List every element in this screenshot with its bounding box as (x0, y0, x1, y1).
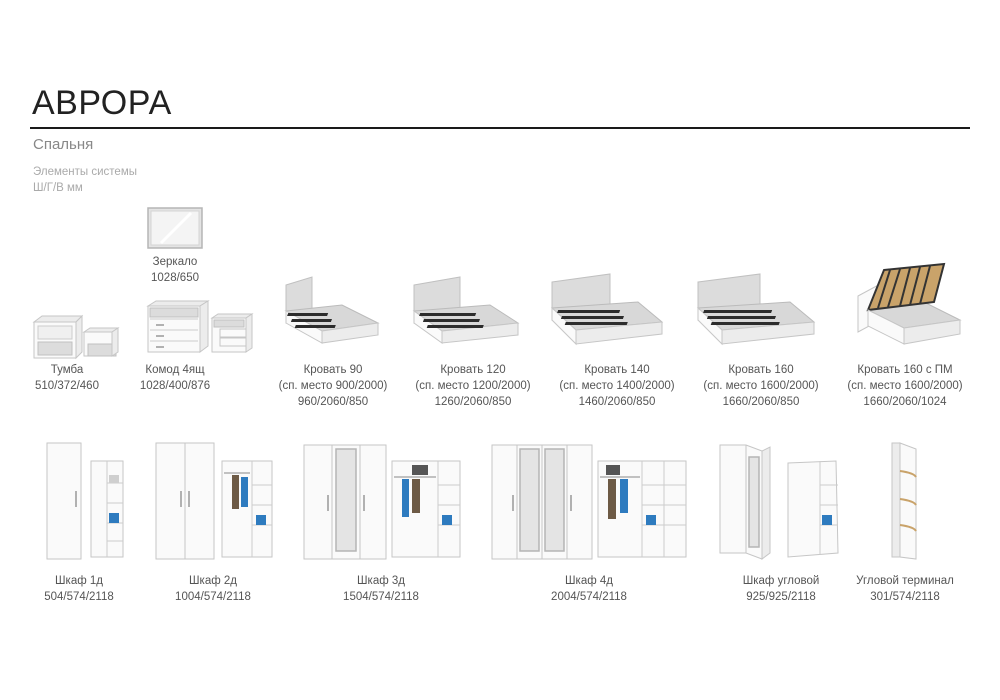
bed-90-sleep: (сп. место 900/2000) (278, 380, 388, 392)
wardrobe-4-door-label: Шкаф 4д 2004/574/2118 (504, 573, 674, 605)
wardrobe-2-door-name: Шкаф 2д (189, 575, 237, 587)
corner-wardrobe-label: Шкаф угловой 925/925/2118 (696, 573, 866, 605)
bed-160-lift-dims: 1660/2060/1024 (863, 396, 947, 408)
komod-dims: 1028/400/876 (139, 380, 211, 392)
bed-140-dims: 1460/2060/850 (578, 396, 656, 408)
wardrobe-3-door-image (303, 444, 461, 560)
wardrobe-1-door-image (46, 442, 124, 560)
corner-wardrobe-name: Шкаф угловой (742, 575, 820, 587)
page-subtitle: Спальня (33, 136, 94, 153)
mirror-dims: 1028/650 (151, 272, 199, 284)
wardrobe-4-door-name: Шкаф 4д (565, 575, 613, 587)
corner-terminal-label: Угловой терминал 301/574/2118 (820, 573, 990, 605)
wardrobe-1-door-label: Шкаф 1д 504/574/2118 (0, 573, 164, 605)
wardrobe-1-door-name: Шкаф 1д (55, 575, 103, 587)
corner-terminal-name: Угловой терминал (856, 575, 954, 587)
system-elements-label: Элементы системы (33, 166, 137, 178)
tumba-image (32, 314, 120, 360)
bed-140-label: Кровать 140 (сп. место 1400/2000) 1460/2… (532, 362, 702, 410)
bed-160-lift-name: Кровать 160 с ПМ (857, 364, 953, 376)
mirror-image (147, 207, 203, 249)
bed-90-name: Кровать 90 (303, 364, 363, 376)
corner-terminal-dims: 301/574/2118 (870, 591, 940, 603)
komod-image (146, 300, 254, 353)
bed-160-lift-sleep: (сп. место 1600/2000) (847, 380, 963, 392)
bed-160-name: Кровать 160 (728, 364, 794, 376)
bed-120-dims: 1260/2060/850 (434, 396, 512, 408)
mirror-label: Зеркало 1028/650 (90, 254, 260, 286)
page-title: АВРОРА (32, 84, 172, 122)
bed-140-sleep: (сп. место 1400/2000) (559, 380, 675, 392)
mirror-name: Зеркало (152, 256, 198, 268)
bed-90-label: Кровать 90 (сп. место 900/2000) 960/2060… (248, 362, 418, 410)
bed-160-label: Кровать 160 (сп. место 1600/2000) 1660/2… (676, 362, 846, 410)
wardrobe-4-door-dims: 2004/574/2118 (551, 591, 627, 603)
bed-160-dims: 1660/2060/850 (722, 396, 800, 408)
tumba-dims: 510/372/460 (35, 380, 99, 392)
bed-160-sleep: (сп. место 1600/2000) (703, 380, 819, 392)
tumba-name: Тумба (50, 364, 84, 376)
komod-name: Комод 4ящ (145, 364, 205, 376)
bed-160-lift-image (857, 262, 962, 345)
corner-terminal-image (891, 442, 917, 560)
title-divider (30, 127, 970, 129)
bed-160-lift-label: Кровать 160 с ПМ (сп. место 1600/2000) 1… (820, 362, 990, 410)
bed-90-image (284, 276, 380, 344)
bed-140-image (550, 273, 664, 346)
corner-wardrobe-image (719, 444, 839, 560)
bed-90-dims: 960/2060/850 (297, 396, 369, 408)
tumba-label: Тумба 510/372/460 (0, 362, 152, 394)
bed-140-name: Кровать 140 (584, 364, 650, 376)
bed-120-name: Кровать 120 (440, 364, 506, 376)
bed-120-image (412, 276, 520, 344)
bed-120-label: Кровать 120 (сп. место 1200/2000) 1260/2… (388, 362, 558, 410)
bed-120-sleep: (сп. место 1200/2000) (415, 380, 531, 392)
dimensions-legend: Ш/Г/В мм (33, 182, 83, 194)
wardrobe-1-door-dims: 504/574/2118 (44, 591, 114, 603)
wardrobe-3-door-dims: 1504/574/2118 (343, 591, 419, 603)
wardrobe-3-door-label: Шкаф 3д 1504/574/2118 (296, 573, 466, 605)
wardrobe-2-door-dims: 1004/574/2118 (175, 591, 251, 603)
bed-160-image (696, 273, 816, 346)
komod-label: Комод 4ящ 1028/400/876 (90, 362, 260, 394)
wardrobe-2-door-image (155, 442, 273, 560)
wardrobe-4-door-image (491, 444, 687, 560)
corner-wardrobe-dims: 925/925/2118 (746, 591, 816, 603)
wardrobe-3-door-name: Шкаф 3д (357, 575, 405, 587)
wardrobe-2-door-label: Шкаф 2д 1004/574/2118 (128, 573, 298, 605)
